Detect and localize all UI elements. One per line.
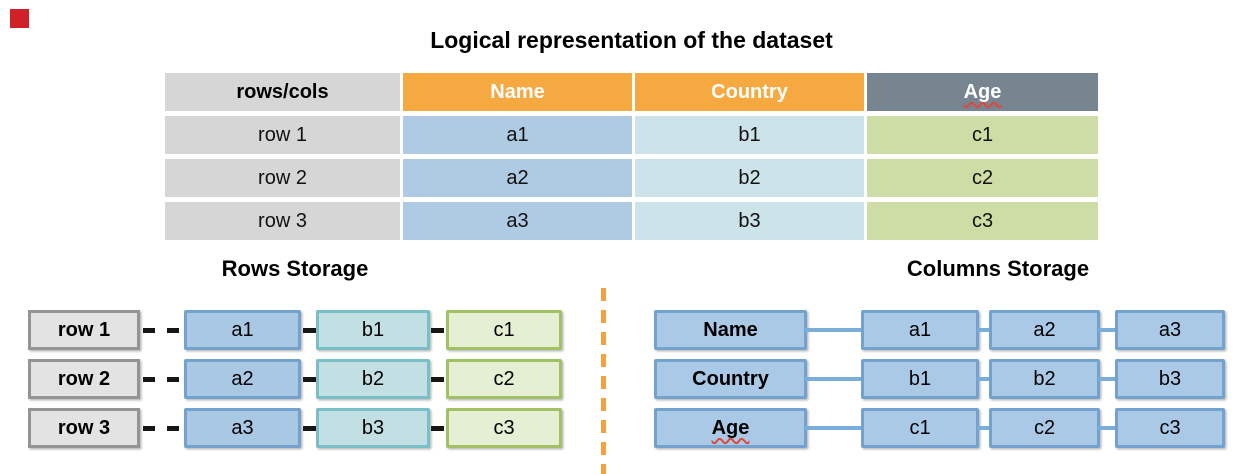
row-storage-label: row 1 <box>28 310 140 350</box>
table-header-age: Age <box>867 73 1098 111</box>
column-storage-label: Age <box>654 408 807 448</box>
storage-row: row 3 a3 b3 c3 Age c1 c2 c3 <box>0 408 1248 448</box>
column-storage-cell: a1 <box>861 310 979 350</box>
column-storage-label: Country <box>654 359 807 399</box>
line-connector <box>977 426 991 430</box>
row-storage-cell: c3 <box>446 408 562 448</box>
row-storage-cell: b2 <box>316 359 430 399</box>
column-storage-cell: c1 <box>861 408 979 448</box>
columns-storage-title: Columns Storage <box>906 256 1090 281</box>
dash-connector <box>143 328 155 333</box>
line-connector <box>1098 328 1117 332</box>
age-storage-label: Age <box>711 416 750 439</box>
dash-connector <box>303 377 316 382</box>
page-title: Logical representation of the dataset <box>430 27 833 53</box>
line-connector <box>977 377 991 381</box>
dash-connector <box>303 426 316 431</box>
dash-connector <box>431 426 444 431</box>
column-storage-cell: c3 <box>1115 408 1225 448</box>
row-storage-label: row 2 <box>28 359 140 399</box>
dash-connector <box>167 426 179 431</box>
row-storage-cell: a3 <box>184 408 301 448</box>
column-storage-cell: b1 <box>861 359 979 399</box>
table-row-label: row 3 <box>165 202 400 240</box>
row-storage-cell: b3 <box>316 408 430 448</box>
dash-connector <box>431 377 444 382</box>
column-storage-cell: c2 <box>989 408 1100 448</box>
line-connector <box>805 377 863 381</box>
row-storage-cell: c2 <box>446 359 562 399</box>
dash-connector <box>143 426 155 431</box>
dash-connector <box>167 328 179 333</box>
section-divider-dashed-line <box>601 288 606 474</box>
storage-row: row 2 a2 b2 c2 Country b1 b2 b3 <box>0 359 1248 399</box>
column-storage-cell: b3 <box>1115 359 1225 399</box>
table-cell: a3 <box>403 202 632 240</box>
line-connector <box>1098 426 1117 430</box>
line-connector <box>1098 377 1117 381</box>
line-connector <box>805 426 863 430</box>
storage-row: row 1 a1 b1 c1 Name a1 a2 a3 <box>0 310 1248 350</box>
row-storage-cell: a2 <box>184 359 301 399</box>
row-storage-cell: c1 <box>446 310 562 350</box>
row-storage-cell: b1 <box>316 310 430 350</box>
red-square-decoration <box>10 9 29 28</box>
logical-dataset-table: rows/cols Name Country Age row 1 a1 b1 c… <box>165 73 1098 240</box>
table-cell: b2 <box>635 159 864 197</box>
table-cell: b1 <box>635 116 864 154</box>
table-cell: a1 <box>403 116 632 154</box>
table-cell: c3 <box>867 202 1098 240</box>
column-storage-cell: b2 <box>989 359 1100 399</box>
row-storage-label: row 3 <box>28 408 140 448</box>
rows-storage-title: Rows Storage <box>221 256 369 281</box>
table-row-label: row 2 <box>165 159 400 197</box>
dash-connector <box>303 328 316 333</box>
dash-connector <box>167 377 179 382</box>
table-header-rows-cols: rows/cols <box>165 73 400 111</box>
table-cell: a2 <box>403 159 632 197</box>
table-cell: c2 <box>867 159 1098 197</box>
dash-connector <box>431 328 444 333</box>
age-header-label: Age <box>963 80 1002 103</box>
table-cell: c1 <box>867 116 1098 154</box>
table-header-name: Name <box>403 73 632 111</box>
column-storage-label: Name <box>654 310 807 350</box>
column-storage-cell: a3 <box>1115 310 1225 350</box>
column-storage-cell: a2 <box>989 310 1100 350</box>
line-connector <box>977 328 991 332</box>
dash-connector <box>143 377 155 382</box>
table-header-country: Country <box>635 73 864 111</box>
table-cell: b3 <box>635 202 864 240</box>
row-storage-cell: a1 <box>184 310 301 350</box>
table-row-label: row 1 <box>165 116 400 154</box>
line-connector <box>805 328 863 332</box>
